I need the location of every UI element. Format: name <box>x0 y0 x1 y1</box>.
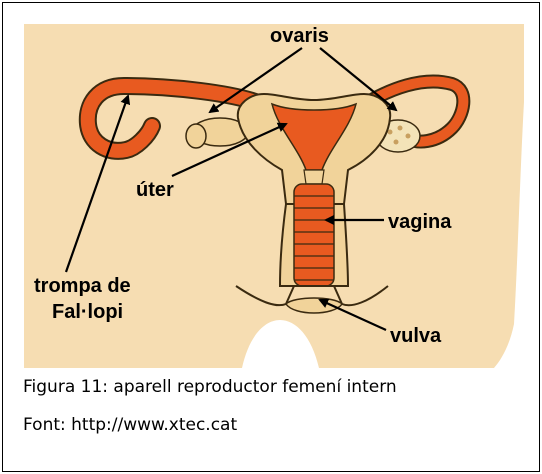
label-uterus: úter <box>136 179 174 201</box>
label-fallopian-line1: trompa de <box>34 275 131 297</box>
label-fallopian-line2: Fal·lopi <box>52 301 123 323</box>
label-ovaries: ovaris <box>270 25 329 47</box>
label-vulva: vulva <box>390 325 442 347</box>
figure-caption: Figura 11: aparell reproductor femení in… <box>23 377 397 397</box>
label-vagina: vagina <box>388 211 452 233</box>
reproductive-system-diagram: ovaris úter vagina trompa de Fal·lopi vu… <box>24 24 524 368</box>
figure-source: Font: http://www.xtec.cat <box>23 415 237 435</box>
